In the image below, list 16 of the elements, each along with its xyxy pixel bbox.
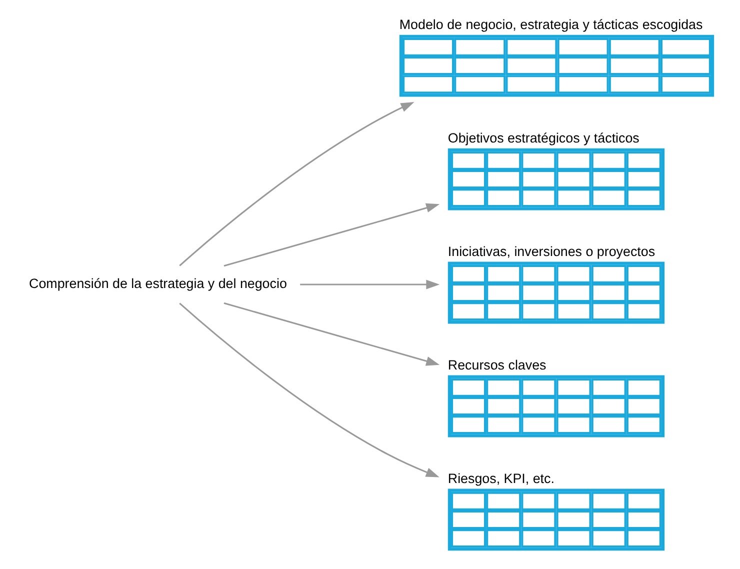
node-label: Riesgos, KPI, etc.	[448, 471, 554, 486]
node-box	[448, 148, 665, 210]
arrow	[224, 203, 440, 267]
node-text: Comprensión de la estrategia y del negocio	[29, 276, 287, 292]
node-box	[448, 375, 665, 438]
arrow	[224, 302, 440, 366]
node-box	[399, 34, 714, 97]
arrow	[300, 280, 440, 290]
arrow	[179, 102, 414, 266]
node-label: Objetivos estratégicos y tácticos	[448, 130, 640, 146]
node-label: Recursos claves	[448, 358, 546, 373]
node-label: Modelo de negocio, estrategia y tácticas escogidas	[399, 17, 703, 32]
node-label: Iniciativas, inversiones o proyectos	[448, 244, 656, 260]
node-box	[448, 488, 665, 551]
node-box	[448, 262, 665, 324]
arrow	[179, 302, 440, 478]
